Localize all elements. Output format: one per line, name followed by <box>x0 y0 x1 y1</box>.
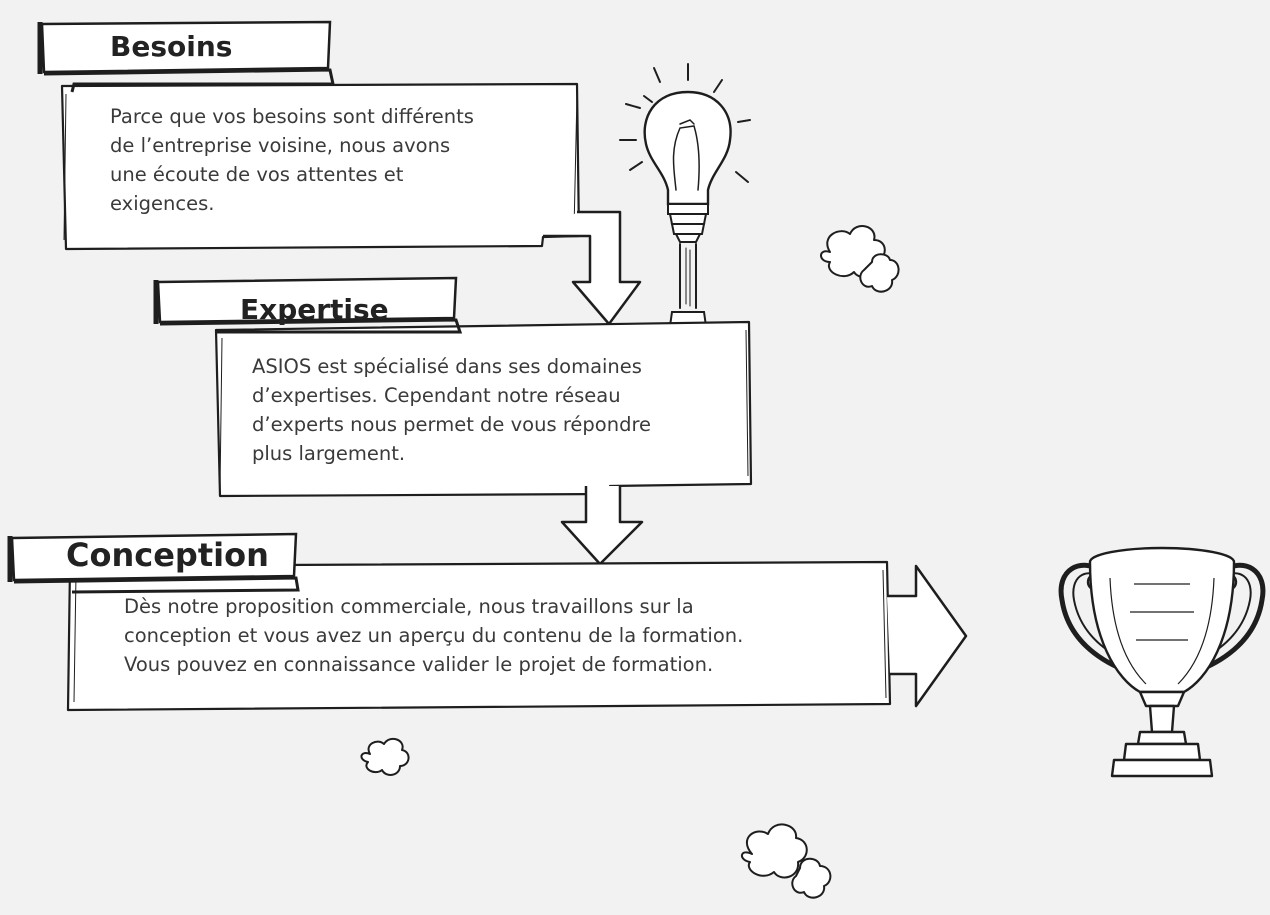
lightbulb-icon <box>619 63 751 339</box>
besoins-line: de l’entreprise voisine, nous avons <box>110 134 451 157</box>
besoins-banner <box>37 20 335 93</box>
expertise-description: ASIOS est spécialisé dans ses domaines d… <box>252 352 651 468</box>
cloud-puff-icon <box>820 225 900 293</box>
conception-line: Vous pouvez en connaissance valider le p… <box>124 653 714 676</box>
conception-to-trophy-arrow <box>887 564 968 708</box>
conception-line: conception et vous avez un aperçu du con… <box>124 624 744 647</box>
conception-card <box>66 560 892 712</box>
besoins-line: exigences. <box>110 192 215 215</box>
expertise-line: plus largement. <box>252 442 406 465</box>
besoins-to-expertise-arrow <box>543 210 642 326</box>
besoins-description: Parce que vos besoins sont différents de… <box>110 102 474 218</box>
expertise-line: d’expertises. Cependant notre réseau <box>252 384 621 407</box>
conception-description: Dès notre proposition commerciale, nous … <box>124 592 743 679</box>
trophy-icon <box>1058 546 1266 778</box>
besoins-line: une écoute de vos attentes et <box>110 163 404 186</box>
besoins-title: Besoins <box>110 30 233 63</box>
expertise-line: ASIOS est spécialisé dans ses domaines <box>252 355 642 378</box>
conception-banner <box>7 532 300 594</box>
besoins-line: Parce que vos besoins sont différents <box>110 105 474 128</box>
expertise-to-conception-arrow <box>560 486 644 566</box>
expertise-line: d’experts nous permet de vous répondre <box>252 413 652 436</box>
expertise-title: Expertise <box>240 293 389 326</box>
cloud-puff-small <box>360 737 410 776</box>
conception-line: Dès notre proposition commerciale, nous … <box>124 595 694 618</box>
expertise-banner <box>153 276 463 334</box>
conception-title: Conception <box>66 536 269 574</box>
expertise-card <box>214 320 753 498</box>
cloud-puff-bottom <box>741 823 832 899</box>
